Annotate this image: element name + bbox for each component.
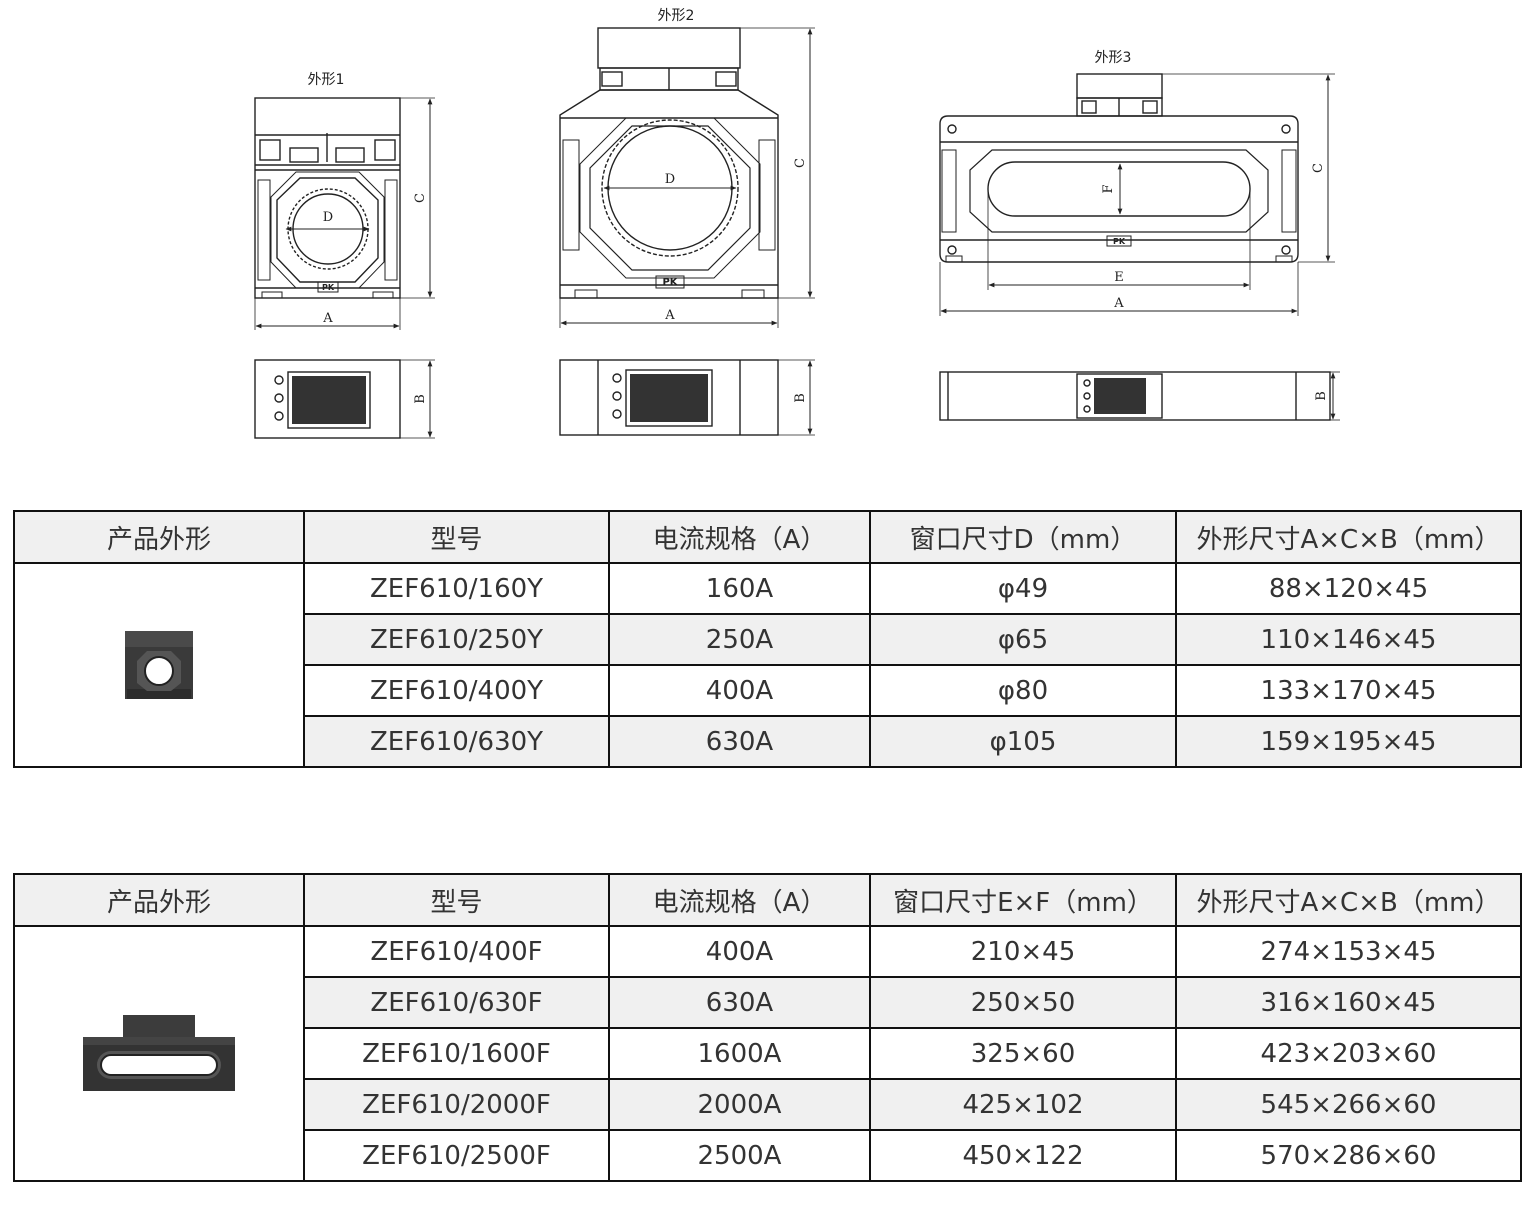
header-model: 型号 [303, 873, 610, 927]
table-row: ZEF610/630F 630A 250×50 316×160×45 [14, 976, 1522, 1029]
shape3-front-view [939, 73, 1335, 316]
cell-model: ZEF610/400F [303, 925, 610, 978]
shape3-logo: PK [1113, 237, 1126, 246]
cell-model: ZEF610/630Y [303, 715, 610, 768]
cell-window: φ105 [869, 715, 1177, 768]
cell-window: 250×50 [869, 976, 1177, 1029]
cell-dimensions: 110×146×45 [1175, 613, 1522, 666]
cell-current: 2000A [608, 1078, 871, 1131]
shape2-dim-c: C [793, 158, 808, 168]
shape1-dim-c: C [413, 193, 428, 203]
shape3-dim-a: A [1113, 296, 1124, 311]
table-header-row: 产品外形 型号 电流规格（A） 窗口尺寸D（mm） 外形尺寸A×C×B（mm） [13, 510, 1522, 564]
cell-dimensions: 133×170×45 [1175, 664, 1522, 717]
cell-window: φ49 [869, 562, 1177, 615]
product-photo-round [125, 631, 193, 699]
cell-model: ZEF610/1600F [303, 1027, 610, 1080]
cell-dimensions: 159×195×45 [1175, 715, 1522, 768]
header-shape: 产品外形 [13, 510, 305, 564]
shape1-side-view [254, 359, 435, 439]
cell-current: 400A [608, 664, 871, 717]
cell-model: ZEF610/2500F [303, 1129, 610, 1182]
table-row: ZEF610/250Y 250A φ65 110×146×45 [14, 613, 1522, 666]
cell-dimensions: 274×153×45 [1175, 925, 1522, 978]
shape2-side-view [559, 359, 815, 436]
shape3-dim-b: B [1314, 391, 1329, 401]
spec-table-rectangular: 产品外形 型号 电流规格（A） 窗口尺寸E×F（mm） 外形尺寸A×C×B（mm… [13, 873, 1522, 1182]
cell-current: 2500A [608, 1129, 871, 1182]
cell-current: 250A [608, 613, 871, 666]
header-model: 型号 [303, 510, 610, 564]
cell-current: 630A [608, 976, 871, 1029]
cell-model: ZEF610/400Y [303, 664, 610, 717]
product-photo-rectangular [83, 1014, 235, 1091]
table-row: ZEF610/400F 400A 210×45 274×153×45 [13, 925, 1522, 1182]
shape2-dim-d: D [665, 172, 675, 187]
cell-dimensions: 88×120×45 [1175, 562, 1522, 615]
cell-current: 630A [608, 715, 871, 768]
cell-dimensions: 545×266×60 [1175, 1078, 1522, 1131]
table-header-row: 产品外形 型号 电流规格（A） 窗口尺寸E×F（mm） 外形尺寸A×C×B（mm… [13, 873, 1522, 927]
shape3-dim-c: C [1311, 163, 1326, 173]
cell-model: ZEF610/630F [303, 976, 610, 1029]
cell-window: φ65 [869, 613, 1177, 666]
shape1-dim-b: B [413, 394, 428, 404]
header-shape: 产品外形 [13, 873, 305, 927]
cell-window: φ80 [869, 664, 1177, 717]
shape2-dim-a: A [664, 308, 675, 323]
product-photo-cell [13, 562, 305, 768]
technical-drawings: 外形1 D C A B PK 外形2 D C A B PK 外形3 F C E … [0, 0, 1530, 460]
shape3-side-view [939, 371, 1340, 421]
shape1-front-view [254, 97, 435, 330]
table-row: ZEF610/160Y 160A φ49 88×120×45 [13, 562, 1522, 768]
table-row: ZEF610/400Y 400A φ80 133×170×45 [14, 664, 1522, 717]
cell-window: 325×60 [869, 1027, 1177, 1080]
header-dimensions: 外形尺寸A×C×B（mm） [1175, 873, 1522, 927]
cell-model: ZEF610/160Y [303, 562, 610, 615]
cell-dimensions: 423×203×60 [1175, 1027, 1522, 1080]
shape2-label: 外形2 [658, 8, 695, 24]
shape3-dim-e: E [1114, 270, 1124, 285]
table-row: ZEF610/2500F 2500A 450×122 570×286×60 [14, 1129, 1522, 1182]
table-row: ZEF610/2000F 2000A 425×102 545×266×60 [14, 1078, 1522, 1131]
cell-dimensions: 570×286×60 [1175, 1129, 1522, 1182]
cell-window: 425×102 [869, 1078, 1177, 1131]
shape1-dim-d: D [323, 210, 333, 225]
header-current: 电流规格（A） [608, 510, 871, 564]
cell-model: ZEF610/250Y [303, 613, 610, 666]
shape2-dim-b: B [793, 393, 808, 403]
cell-model: ZEF610/2000F [303, 1078, 610, 1131]
shape1-label: 外形1 [308, 72, 345, 88]
shape2-logo: PK [662, 277, 678, 288]
shape1-logo: PK [322, 283, 335, 292]
product-photo-cell [13, 925, 305, 1182]
shape3-dim-f: F [1101, 184, 1116, 193]
table-row: ZEF610/1600F 1600A 325×60 423×203×60 [14, 1027, 1522, 1080]
cell-window: 210×45 [869, 925, 1177, 978]
cell-window: 450×122 [869, 1129, 1177, 1182]
table-row: ZEF610/630Y 630A φ105 159×195×45 [14, 715, 1522, 768]
header-window: 窗口尺寸D（mm） [869, 510, 1177, 564]
cell-current: 400A [608, 925, 871, 978]
shape1-dim-a: A [322, 311, 333, 326]
cell-dimensions: 316×160×45 [1175, 976, 1522, 1029]
header-current: 电流规格（A） [608, 873, 871, 927]
spec-table-round: 产品外形 型号 电流规格（A） 窗口尺寸D（mm） 外形尺寸A×C×B（mm） … [13, 510, 1522, 768]
cell-current: 160A [608, 562, 871, 615]
shape3-label: 外形3 [1095, 50, 1132, 66]
cell-current: 1600A [608, 1027, 871, 1080]
header-dimensions: 外形尺寸A×C×B（mm） [1175, 510, 1522, 564]
header-window: 窗口尺寸E×F（mm） [869, 873, 1177, 927]
shape2-front-view [559, 27, 815, 328]
